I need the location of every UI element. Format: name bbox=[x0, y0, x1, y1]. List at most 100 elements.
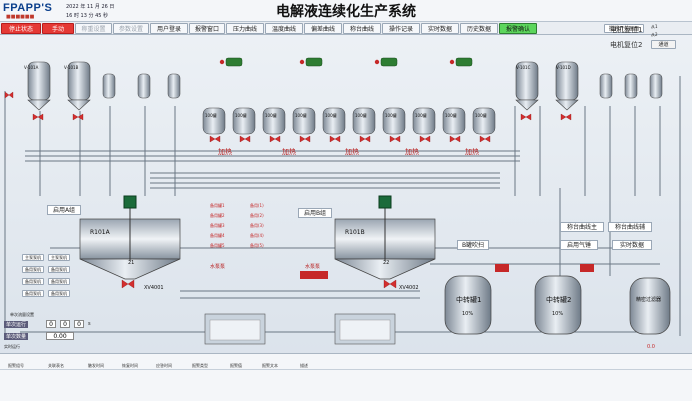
weigh-tank-10: 100罐 bbox=[475, 113, 487, 118]
menu-scale-curve[interactable]: 称台曲线 bbox=[343, 23, 381, 34]
menu-alarm-window[interactable]: 报警窗口 bbox=[189, 23, 225, 34]
heat-label-5[interactable]: 加热 bbox=[465, 148, 479, 156]
spare-tank-3[interactable]: 备用罐3 bbox=[210, 223, 225, 228]
menu-stop-state[interactable]: 停止状态 bbox=[1, 23, 41, 34]
reactor-a-id: R101A bbox=[90, 229, 110, 236]
tank-label-v101d: V-101D bbox=[556, 65, 571, 70]
time-text: 16 时 13 分 45 秒 bbox=[66, 13, 109, 19]
transfer-tank-1 bbox=[444, 275, 492, 335]
reactor-b-flow: 水泵泵 bbox=[305, 264, 321, 270]
menu-deviation-curve[interactable]: 偏差曲线 bbox=[304, 23, 342, 34]
logo-subtext: ■■■■■■ bbox=[6, 14, 35, 20]
enable-group-a-button[interactable]: 启用A组 bbox=[47, 205, 81, 215]
red-level-indicator bbox=[300, 271, 328, 279]
left-btn-4[interactable]: 备用泵机 bbox=[48, 266, 70, 273]
channel-button[interactable]: 通道 bbox=[651, 40, 676, 49]
menu-alarm-ack[interactable]: 报警确认 bbox=[499, 23, 537, 34]
left-btn-1[interactable]: 主泵泵机 bbox=[22, 254, 44, 261]
menu-realtime-data[interactable]: 实时数据 bbox=[421, 23, 459, 34]
weigh-tank-5: 100罐 bbox=[325, 113, 337, 118]
menu-param-settings[interactable]: 参数设置 bbox=[113, 23, 149, 34]
spare-b-3[interactable]: 备用(3) bbox=[250, 223, 264, 228]
vessel-v101b bbox=[67, 61, 91, 111]
slave-1: 从1 bbox=[651, 24, 658, 29]
single-run-v3[interactable]: 0 bbox=[74, 320, 84, 328]
weigh-tank-4: 100罐 bbox=[295, 113, 307, 118]
reactor-a-valve[interactable]: XV4001 bbox=[144, 285, 164, 291]
single-run-v1[interactable]: 0 bbox=[46, 320, 56, 328]
left-btn-7[interactable]: 备用泵机 bbox=[22, 290, 44, 297]
mixer-switch-button[interactable]: 搅拌开关画面 bbox=[604, 24, 644, 33]
left-btn-8[interactable]: 备用泵机 bbox=[48, 290, 70, 297]
reactor-r101a bbox=[79, 195, 181, 280]
col-alarm-group: 报警组号 bbox=[8, 363, 24, 368]
spare-b-4[interactable]: 备用(4) bbox=[250, 233, 264, 238]
menu-history-data[interactable]: 历史数据 bbox=[460, 23, 498, 34]
filter-label: 精密过滤器 bbox=[636, 297, 662, 303]
col-alarm-value: 报警值 bbox=[230, 363, 242, 368]
realtime-run-label: 实时运行 bbox=[4, 344, 20, 349]
col-trigger-time: 触发时间 bbox=[88, 363, 104, 368]
enable-group-b-button[interactable]: 启用B组 bbox=[298, 208, 332, 218]
col-recover-time: 恢复时间 bbox=[122, 363, 138, 368]
left-btn-2[interactable]: 主泵泵机 bbox=[48, 254, 70, 261]
single-count-value[interactable]: 0.00 bbox=[46, 332, 74, 340]
reactor-r101b bbox=[334, 195, 436, 280]
reactor-a-level: 21 bbox=[128, 260, 135, 266]
precision-filter bbox=[629, 277, 671, 335]
alarm-table: 报警组号 关联表名 触发时间 恢复时间 应答时间 报警类型 报警值 报警文本 描… bbox=[0, 353, 692, 401]
weigh-tank-2: 100罐 bbox=[235, 113, 247, 118]
tank-label-v101b: V-101B bbox=[64, 65, 79, 70]
menu-manual[interactable]: 手动 bbox=[42, 23, 74, 34]
spare-tank-1[interactable]: 备用罐1 bbox=[210, 203, 225, 208]
weigh-tank-8: 100罐 bbox=[415, 113, 427, 118]
single-run-v2[interactable]: 0 bbox=[60, 320, 70, 328]
main-menu: 停止状态 手动 称重设置 参数设置 用户登录 报警窗口 压力曲线 温度曲线 偏差… bbox=[0, 22, 692, 35]
heat-label-2[interactable]: 加热 bbox=[282, 148, 296, 156]
menu-pressure-curve[interactable]: 压力曲线 bbox=[226, 23, 264, 34]
menu-weigh-settings[interactable]: 称重设置 bbox=[75, 23, 112, 34]
scale-curve-main-button[interactable]: 称台曲线主 bbox=[560, 222, 604, 232]
spare-b-1[interactable]: 备用(1) bbox=[250, 203, 264, 208]
date-text: 2022 年 11 月 26 日 bbox=[66, 4, 115, 10]
scale-curve-sub-button[interactable]: 称台曲线辅 bbox=[608, 222, 652, 232]
reactor-b-id: R101B bbox=[345, 229, 365, 236]
spare-tank-4[interactable]: 备用罐4 bbox=[210, 233, 225, 238]
slave-2: 从2 bbox=[651, 32, 658, 37]
transfer-tank-2 bbox=[534, 275, 582, 335]
spare-b-5[interactable]: 备用(5) bbox=[250, 243, 264, 248]
heat-label-3[interactable]: 加热 bbox=[345, 148, 359, 156]
company-logo: FPAPP'S bbox=[3, 2, 53, 14]
weigh-tank-1: 100罐 bbox=[205, 113, 217, 118]
b-tank-purge-button[interactable]: B罐吹扫 bbox=[457, 240, 489, 250]
tank-label-v101a: V-101A bbox=[24, 65, 39, 70]
menu-temp-curve[interactable]: 温度曲线 bbox=[265, 23, 303, 34]
realtime-data-button[interactable]: 实时数据 bbox=[612, 240, 652, 250]
menu-operation-log[interactable]: 操作记录 bbox=[382, 23, 420, 34]
transfer-tank-2-name: 中转罐2 bbox=[546, 296, 572, 304]
col-alarm-type: 报警类型 bbox=[192, 363, 208, 368]
spare-tank-2[interactable]: 备用罐2 bbox=[210, 213, 225, 218]
left-btn-6[interactable]: 备用泵机 bbox=[48, 278, 70, 285]
single-run-label: 单次运行 bbox=[4, 321, 29, 328]
col-description: 描述 bbox=[300, 363, 308, 368]
menu-user-login[interactable]: 用户登录 bbox=[150, 23, 188, 34]
motor-reset-2-label[interactable]: 电机复位2 bbox=[610, 41, 643, 49]
weigh-tank-7: 100罐 bbox=[385, 113, 397, 118]
spare-tank-5[interactable]: 备用罐5 bbox=[210, 243, 225, 248]
vessel-v101d bbox=[555, 61, 579, 111]
left-btn-5[interactable]: 备用泵机 bbox=[22, 278, 44, 285]
heat-label-4[interactable]: 加热 bbox=[405, 148, 419, 156]
col-alarm-text: 报警文本 bbox=[262, 363, 278, 368]
enable-air-hammer-button[interactable]: 启用气锤 bbox=[560, 240, 598, 250]
reactor-b-valve[interactable]: XV4002 bbox=[399, 285, 419, 291]
motor-reset-1-label[interactable]: 电机复位1 bbox=[610, 26, 643, 34]
page-title: 电解液连续化生产系统 bbox=[276, 4, 416, 20]
left-btn-3[interactable]: 备用泵机 bbox=[22, 266, 44, 273]
heat-label-1[interactable]: 加热 bbox=[218, 148, 232, 156]
spare-b-2[interactable]: 备用(2) bbox=[250, 213, 264, 218]
red-value: 0.0 bbox=[647, 344, 655, 350]
reactor-b-level: 22 bbox=[383, 260, 390, 266]
single-run-unit: s bbox=[88, 321, 91, 327]
